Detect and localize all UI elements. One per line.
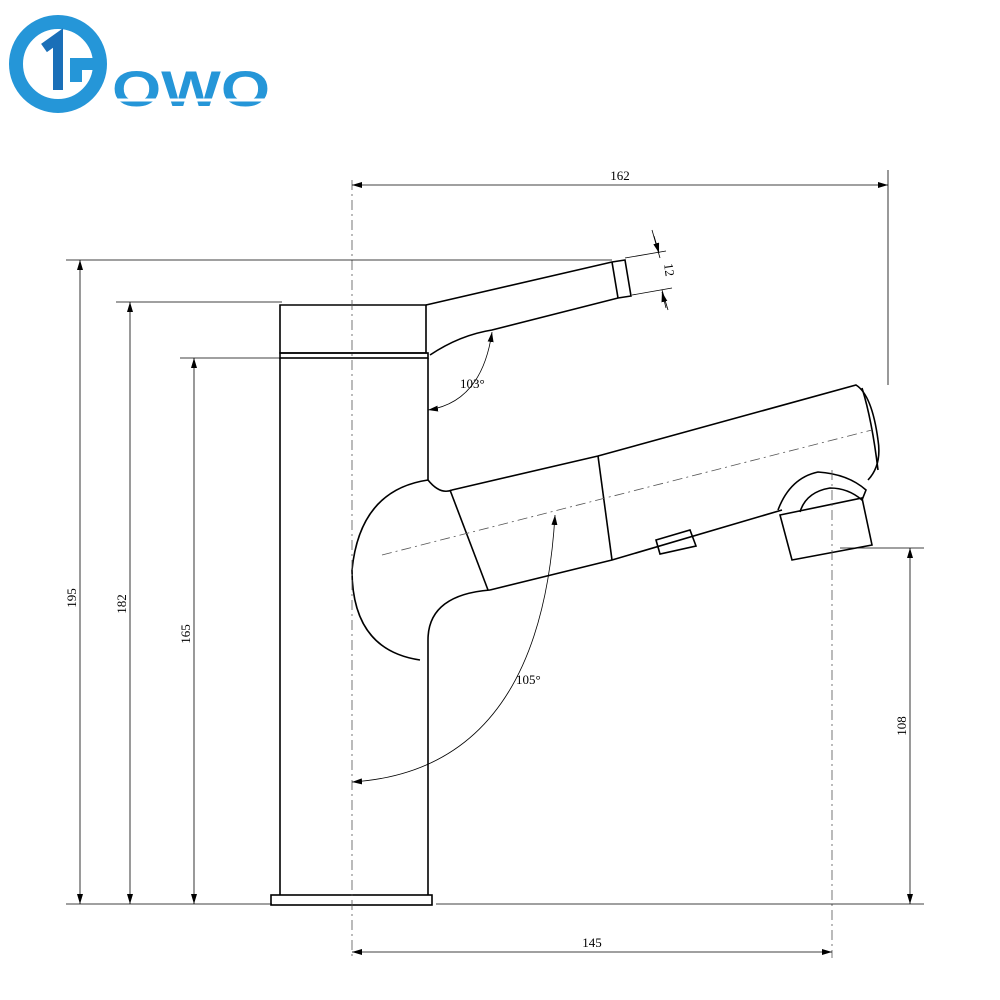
handle-lever — [425, 259, 632, 356]
spout-elbow — [427, 479, 453, 493]
centerlines — [351, 180, 873, 958]
dim-outlet-height — [436, 547, 924, 905]
dim-total-height-label: 195 — [64, 588, 79, 608]
dim-body-height — [116, 301, 282, 904]
spout-pipe — [451, 384, 880, 491]
dim-lever-thickness-label: 12 — [661, 262, 678, 277]
angle-spout — [351, 514, 558, 785]
angle-lever-label: 103° — [460, 376, 485, 391]
angle-spout-label: 105° — [516, 672, 541, 687]
handle-cap — [279, 304, 427, 354]
dim-spout-base-height — [180, 357, 282, 904]
logo-mark-icon — [9, 15, 107, 113]
dim-total-width-label: 162 — [610, 168, 630, 183]
spray-head — [777, 471, 867, 513]
dim-reach-label: 145 — [582, 935, 602, 950]
dim-total-width: 162 — [352, 168, 889, 385]
logo-wordmark: OWO — [112, 61, 270, 117]
base-plate — [270, 894, 433, 906]
angle-lever — [427, 331, 494, 412]
brand-logo: OWO — [9, 15, 270, 117]
dim-outlet-height-label: 108 — [894, 716, 909, 736]
dim-lever-thickness — [624, 229, 673, 311]
spray-button — [655, 529, 698, 555]
dim-body-height-label: 182 — [114, 594, 129, 614]
spout-swivel — [351, 479, 429, 661]
dim-spout-base-height-label: 165 — [178, 624, 193, 644]
faucet-outline — [270, 259, 880, 906]
dim-total-height — [66, 259, 612, 905]
aerator — [779, 497, 873, 561]
